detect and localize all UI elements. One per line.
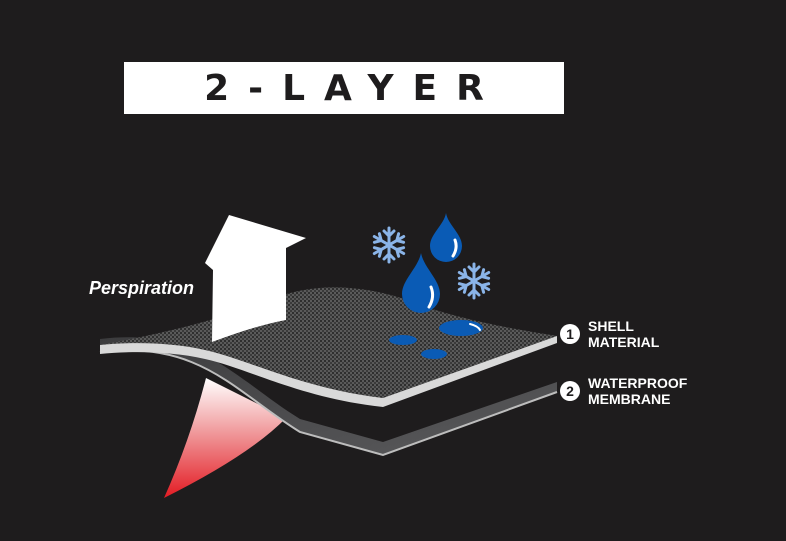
- water-drop-icon: [430, 213, 462, 262]
- water-drop-icon: [439, 320, 483, 336]
- snowflake-icon: [372, 226, 406, 264]
- up-arrow-icon: [205, 215, 306, 342]
- snowflake-icon: [457, 262, 491, 300]
- layer-number-badge: 2: [560, 381, 580, 401]
- title-box: 2-LAYER: [124, 62, 564, 114]
- callout-label: WATERPROOF MEMBRANE: [588, 375, 688, 407]
- water-drop-icon: [402, 253, 440, 313]
- callout-waterproof-membrane: 2 WATERPROOF MEMBRANE: [560, 375, 687, 407]
- heat-wedge-icon: [164, 378, 286, 498]
- perspiration-label: Perspiration: [89, 278, 195, 298]
- shell-edge: [100, 336, 557, 407]
- shell-layer: [100, 287, 557, 398]
- callout-shell-material: 1 SHELL MATERIAL: [560, 318, 659, 350]
- layer-number-badge: 1: [560, 324, 580, 344]
- callout-label: SHELL MATERIAL: [588, 318, 660, 350]
- water-drop-icon: [421, 349, 447, 359]
- membrane-layer: [100, 337, 557, 455]
- water-drop-icon: [389, 335, 417, 345]
- page-title: 2-LAYER: [204, 67, 503, 109]
